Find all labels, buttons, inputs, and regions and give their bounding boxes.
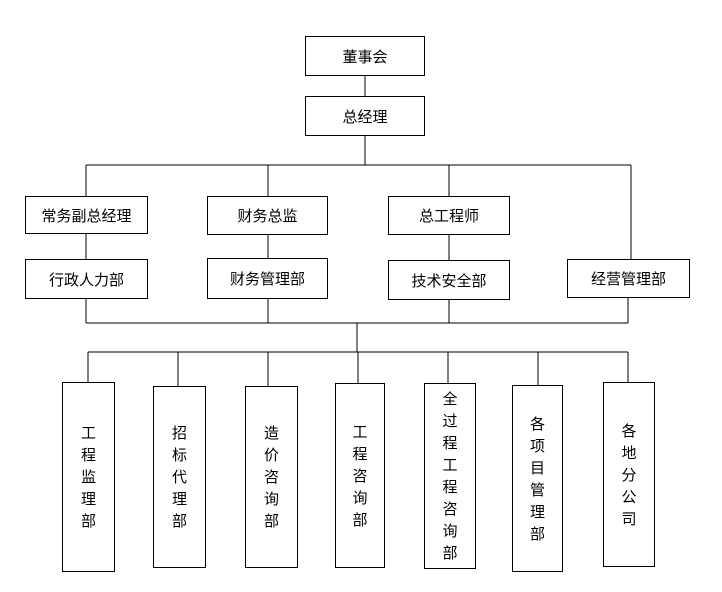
department-label: 行政人力部 [48, 270, 124, 289]
department-label: 财务管理部 [229, 270, 305, 288]
unit-label: 造价咨询部 [263, 424, 279, 530]
general-manager-label: 总经理 [342, 107, 388, 126]
unit-node-tender-agency: 招标代理部 [153, 386, 206, 568]
department-label: 技术安全部 [411, 271, 487, 290]
unit-label: 工程咨询部 [352, 422, 368, 529]
unit-label: 工程监理部 [80, 424, 96, 530]
department-node-admin-hr: 行政人力部 [25, 259, 148, 299]
board-node: 董事会 [305, 36, 425, 76]
department-node-finance: 财务管理部 [207, 258, 328, 299]
unit-node-cost-consulting: 造价咨询部 [245, 386, 298, 568]
executive-node-chief-engineer: 总工程师 [388, 196, 510, 235]
unit-label: 各地分公司 [621, 421, 637, 528]
general-manager-node: 总经理 [305, 96, 425, 136]
executive-label: 总工程师 [418, 207, 479, 225]
executive-node-cfo: 财务总监 [207, 196, 328, 235]
executive-node-deputy-gm: 常务副总经理 [25, 196, 148, 234]
executive-label: 常务副总经理 [41, 206, 132, 225]
department-node-business: 经营管理部 [567, 259, 690, 298]
unit-node-whole-process-consulting: 全过程工程咨询部 [424, 383, 476, 569]
board-label: 董事会 [342, 47, 388, 66]
unit-node-engineering-consulting: 工程咨询部 [335, 383, 385, 568]
unit-node-engineering-supervision: 工程监理部 [62, 382, 115, 572]
department-label: 经营管理部 [590, 270, 666, 288]
unit-node-project-management: 各项目管理部 [512, 385, 563, 572]
department-node-tech-safety: 技术安全部 [388, 260, 510, 300]
unit-node-branch-offices: 各地分公司 [603, 382, 655, 567]
executive-label: 财务总监 [237, 207, 298, 225]
unit-label: 各项目管理部 [529, 414, 545, 543]
unit-label: 全过程工程咨询部 [442, 390, 458, 562]
unit-label: 招标代理部 [171, 424, 187, 530]
